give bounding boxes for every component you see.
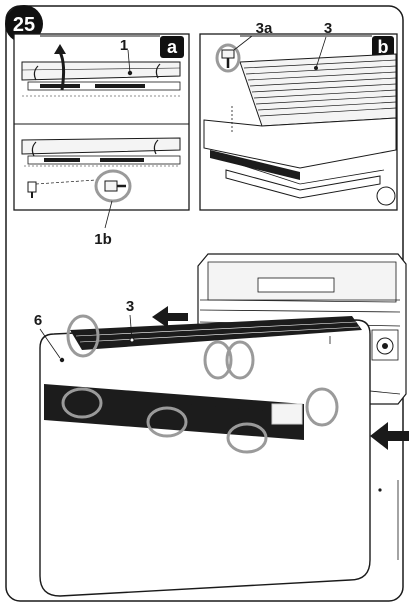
main-view: 6 3 (34, 253, 409, 597)
panel-a-badge-label: a (167, 37, 178, 57)
panel-b-callout-3a: 3a (256, 20, 273, 37)
panel-a-callout-1b: 1b (94, 231, 112, 248)
panel-b-callout-3: 3 (324, 20, 332, 37)
step-number: 25 (13, 14, 35, 36)
panel-a-bottom-view (21, 137, 181, 229)
panel-b-unit-body (203, 106, 397, 206)
ring-grille-left (66, 314, 100, 358)
panel-b: b 3a (199, 20, 398, 211)
ring-front-mid (146, 406, 188, 438)
ring-grille-right (305, 387, 339, 427)
panel-a-callout-1: 1 (120, 37, 128, 54)
curved-arrow-icon (58, 51, 66, 91)
panel-b-badge (372, 36, 394, 58)
panel-b-screw (215, 43, 241, 73)
arrow-left-icon-right (370, 422, 409, 450)
main-callout-3: 3 (126, 298, 134, 315)
front-housing (39, 316, 371, 597)
panel-b-badge-label: b (378, 37, 389, 57)
highlight-rings (61, 314, 339, 454)
ring-front-left (61, 387, 103, 419)
ring-grille-mid-2 (225, 340, 255, 380)
ring-grille-mid-1 (203, 340, 233, 380)
screw-icon (27, 181, 37, 198)
arrow-left-icon (152, 306, 188, 328)
panel-b-grille (239, 53, 397, 127)
ring-front-right (226, 422, 268, 454)
panel-a: a 1 (13, 33, 190, 229)
main-callout-6: 6 (34, 312, 42, 329)
panel-a-badge (160, 36, 184, 58)
display-window (271, 403, 303, 425)
panel-a-top-view: 1 (21, 37, 181, 97)
